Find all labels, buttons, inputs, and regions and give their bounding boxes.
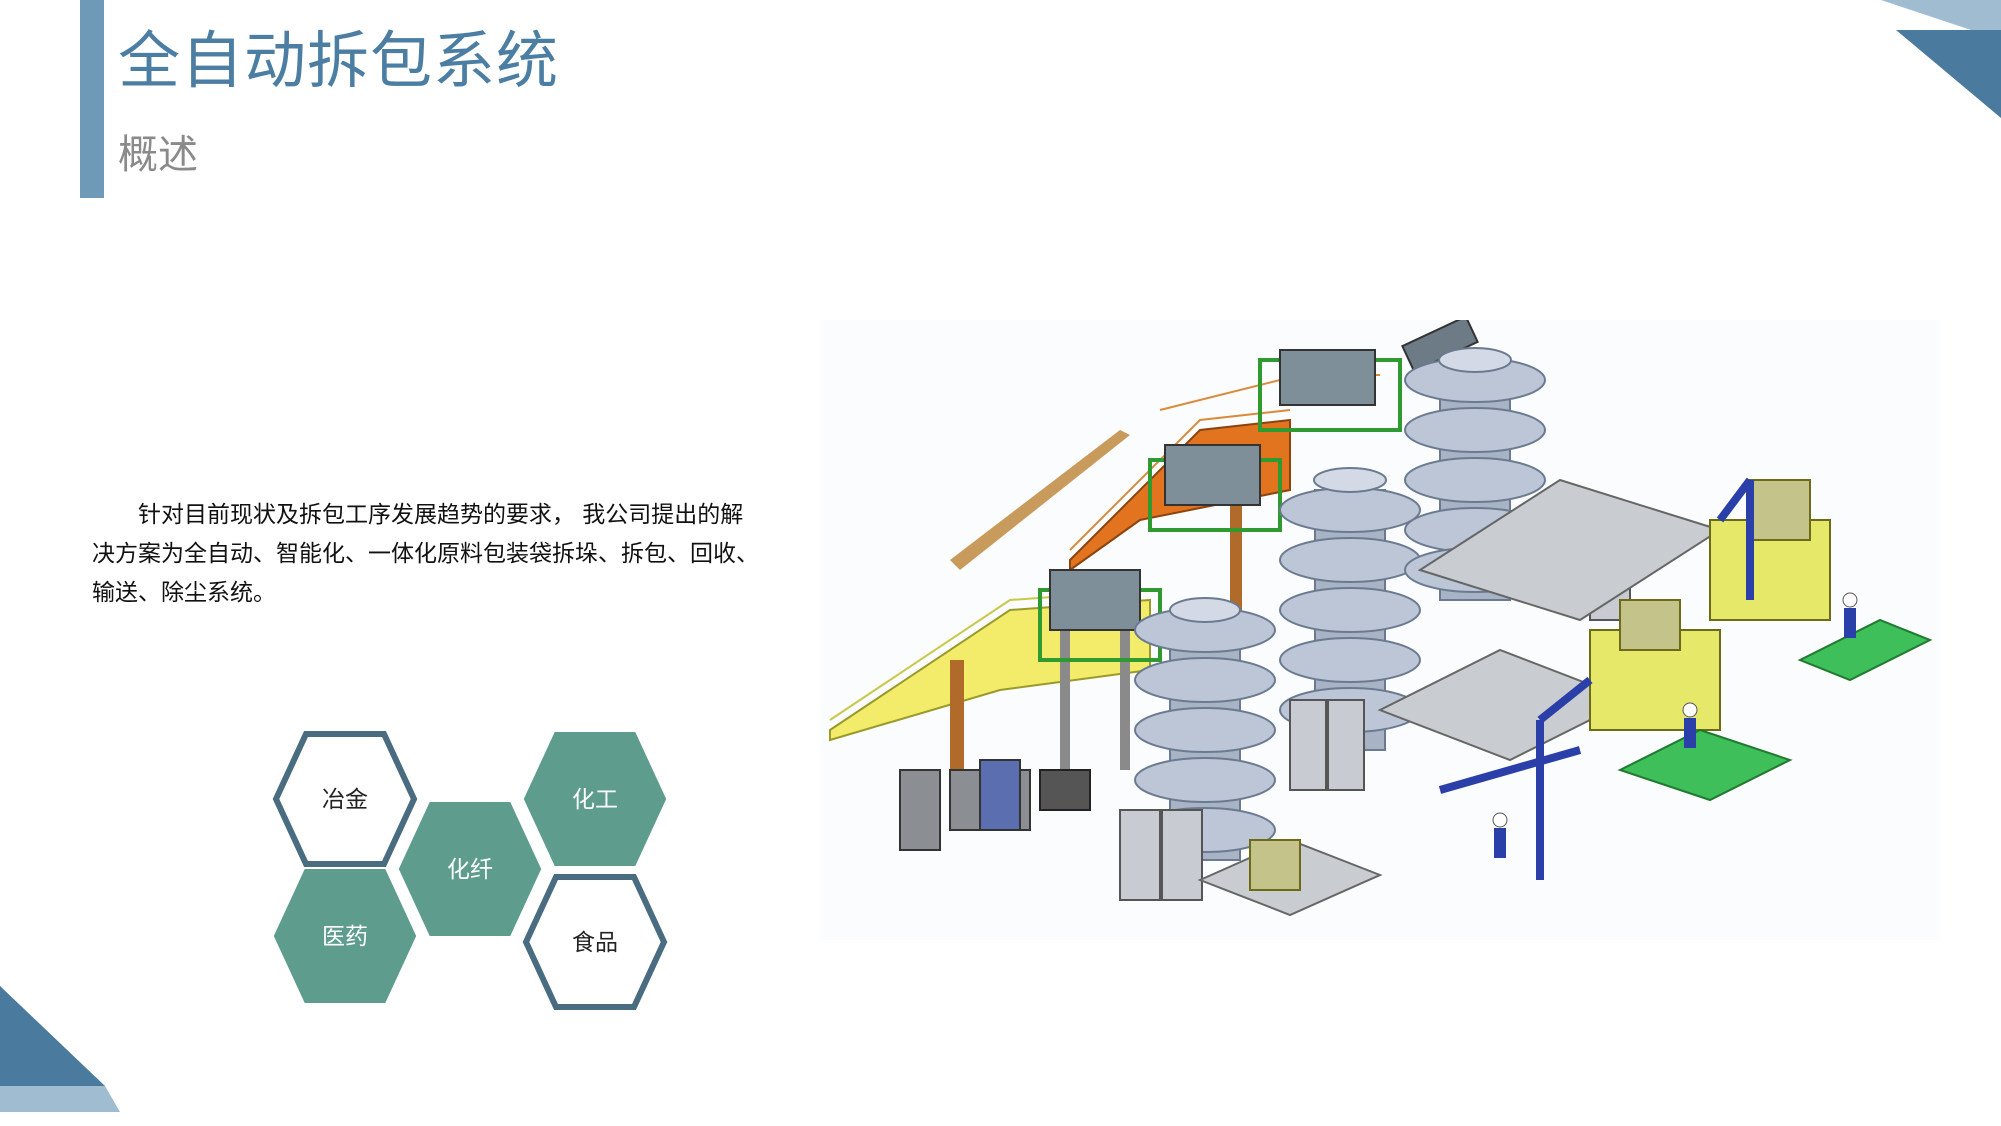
hex-pharma: 医药	[273, 869, 417, 1003]
page-title: 全自动拆包系统	[118, 24, 560, 97]
corner-decoration-top-right	[1881, 0, 2001, 118]
title-accent-bar	[80, 0, 104, 198]
hex-chemical-fiber: 化纤	[398, 802, 542, 936]
corner-decoration-bottom-left	[0, 986, 120, 1112]
stair-ramp	[950, 430, 1130, 570]
control-cabinet	[1161, 809, 1203, 901]
control-cabinet	[1327, 699, 1365, 791]
hex-metallurgy: 冶金	[272, 731, 418, 867]
robot-arm	[1716, 477, 1754, 600]
unpacking-machine	[1049, 569, 1141, 631]
spiral-conveyor	[1134, 597, 1276, 861]
unpacking-machine	[1164, 444, 1261, 506]
hex-label-food: 食品	[572, 930, 618, 956]
hex-chemical: 化工	[523, 732, 667, 866]
dust-collector	[899, 769, 941, 851]
spiral-conveyor	[1279, 467, 1421, 751]
intro-paragraph: 针对目前现状及拆包工序发展趋势的要求， 我公司提出的解决方案为全自动、智能化、一…	[92, 496, 764, 613]
control-cabinet	[1289, 699, 1327, 791]
page-subtitle: 概述	[118, 132, 198, 178]
intro-text: 针对目前现状及拆包工序发展趋势的要求， 我公司提出的解决方案为全自动、智能化、一…	[92, 502, 759, 606]
hex-label-metallurgy: 冶金	[322, 787, 368, 813]
hex-food: 食品	[522, 874, 668, 1010]
hex-label-chemical-fiber: 化纤	[447, 857, 493, 883]
unpacking-system-illustration	[820, 320, 1940, 940]
hex-label-pharma: 医药	[322, 924, 368, 950]
control-cabinet	[1119, 809, 1161, 901]
unpacking-machine	[1279, 349, 1376, 406]
hex-label-chemical: 化工	[572, 787, 618, 813]
industry-hexagons: 冶金 化工 化纤 医药 食品	[272, 731, 668, 1010]
robot-arm	[1438, 676, 1593, 880]
